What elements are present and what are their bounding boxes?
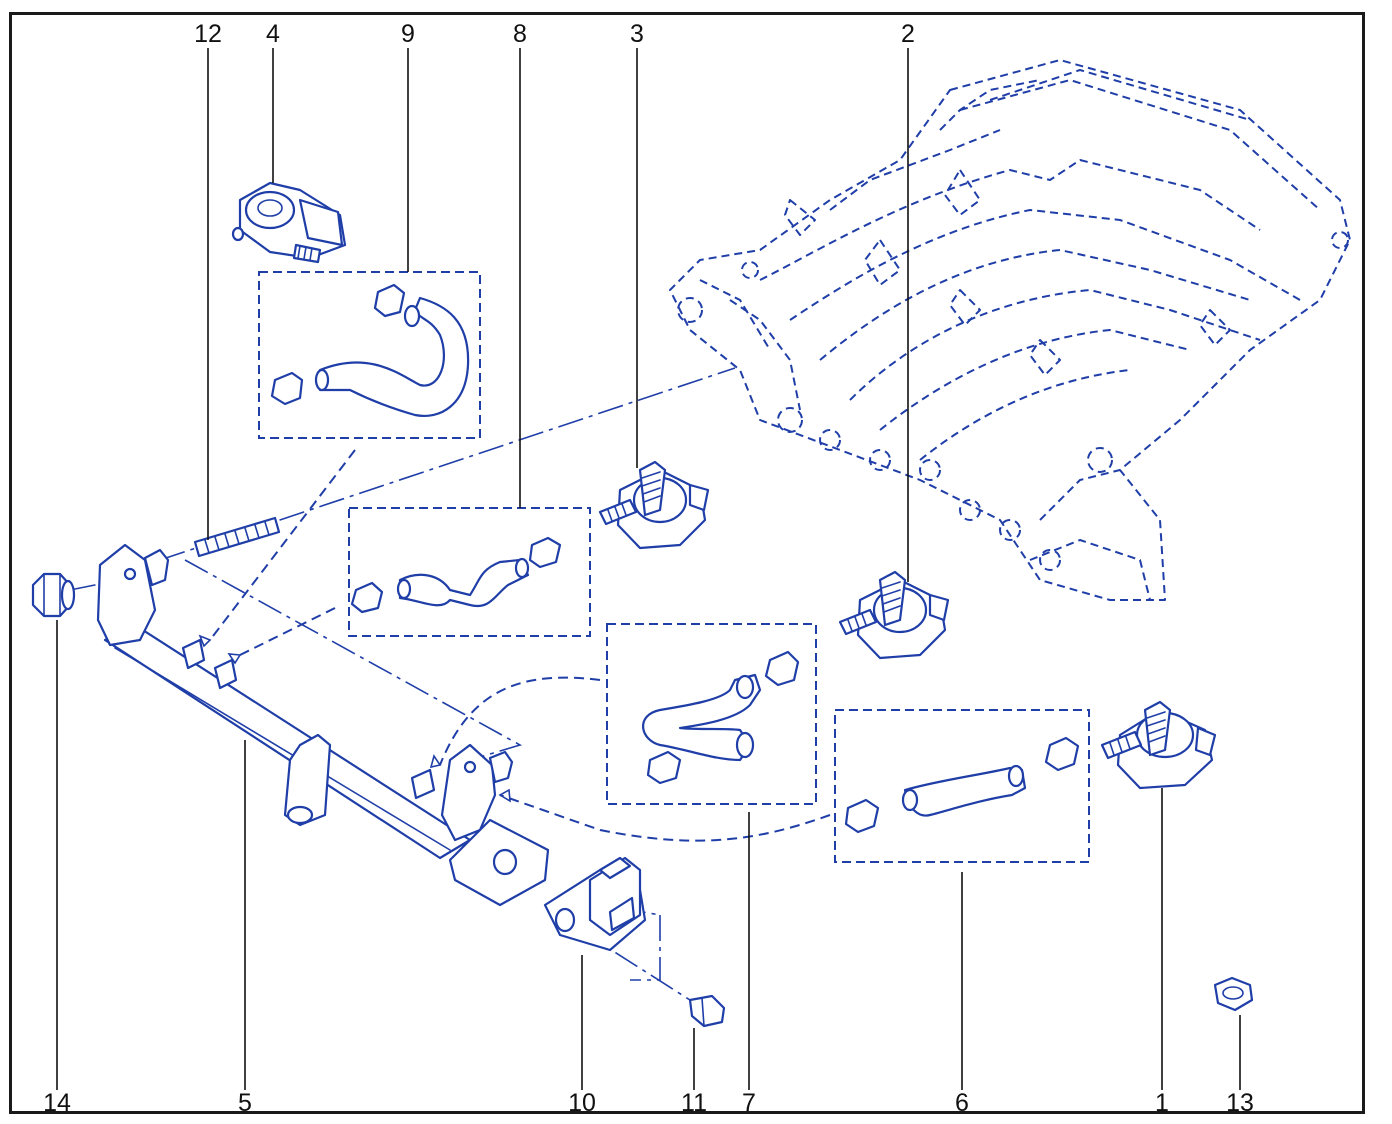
callout-8: 8 <box>513 20 527 48</box>
callout-4: 4 <box>266 20 280 48</box>
leader-lines <box>56 48 1241 1090</box>
clamp-part-13 <box>1213 976 1254 1012</box>
callout-7: 7 <box>742 1089 756 1117</box>
callout-11: 11 <box>681 1089 707 1117</box>
callout-13: 13 <box>1226 1089 1254 1117</box>
injector-part-3 <box>598 460 710 550</box>
callout-5: 5 <box>238 1089 252 1117</box>
injector-part-1 <box>1100 700 1217 790</box>
callout-1: 1 <box>1155 1089 1169 1117</box>
callout-3: 3 <box>630 20 644 48</box>
intake-manifold-outline <box>669 59 1351 601</box>
hose-part-6 <box>844 736 1080 834</box>
hose-part-8 <box>350 536 562 614</box>
hose-group-box-6 <box>834 709 1090 863</box>
injector-part-2 <box>838 570 950 660</box>
bolt-part-11 <box>688 994 726 1028</box>
nut-part-14 <box>31 572 76 618</box>
fuel-rail-part-5 <box>96 543 550 907</box>
hose-routing-lines <box>198 449 831 842</box>
callout-14: 14 <box>43 1089 71 1117</box>
hose-part-7 <box>642 650 800 785</box>
callout-9: 9 <box>401 20 415 48</box>
hose-part-9 <box>270 283 470 417</box>
callout-10: 10 <box>568 1089 596 1117</box>
callout-6: 6 <box>955 1089 969 1117</box>
hose-group-box-9 <box>258 271 481 439</box>
callout-12: 12 <box>194 20 222 48</box>
sensor-part-10 <box>543 856 647 952</box>
hose-group-box-7 <box>606 623 817 805</box>
hose-group-box-8 <box>348 507 591 637</box>
callout-labels: 12 4 9 8 3 2 14 5 10 11 7 6 1 13 <box>43 20 1254 1117</box>
diagram-frame <box>9 12 1365 1114</box>
knock-sensor-part-4 <box>231 181 347 264</box>
stud-part-12 <box>193 516 281 558</box>
callout-2: 2 <box>901 20 915 48</box>
